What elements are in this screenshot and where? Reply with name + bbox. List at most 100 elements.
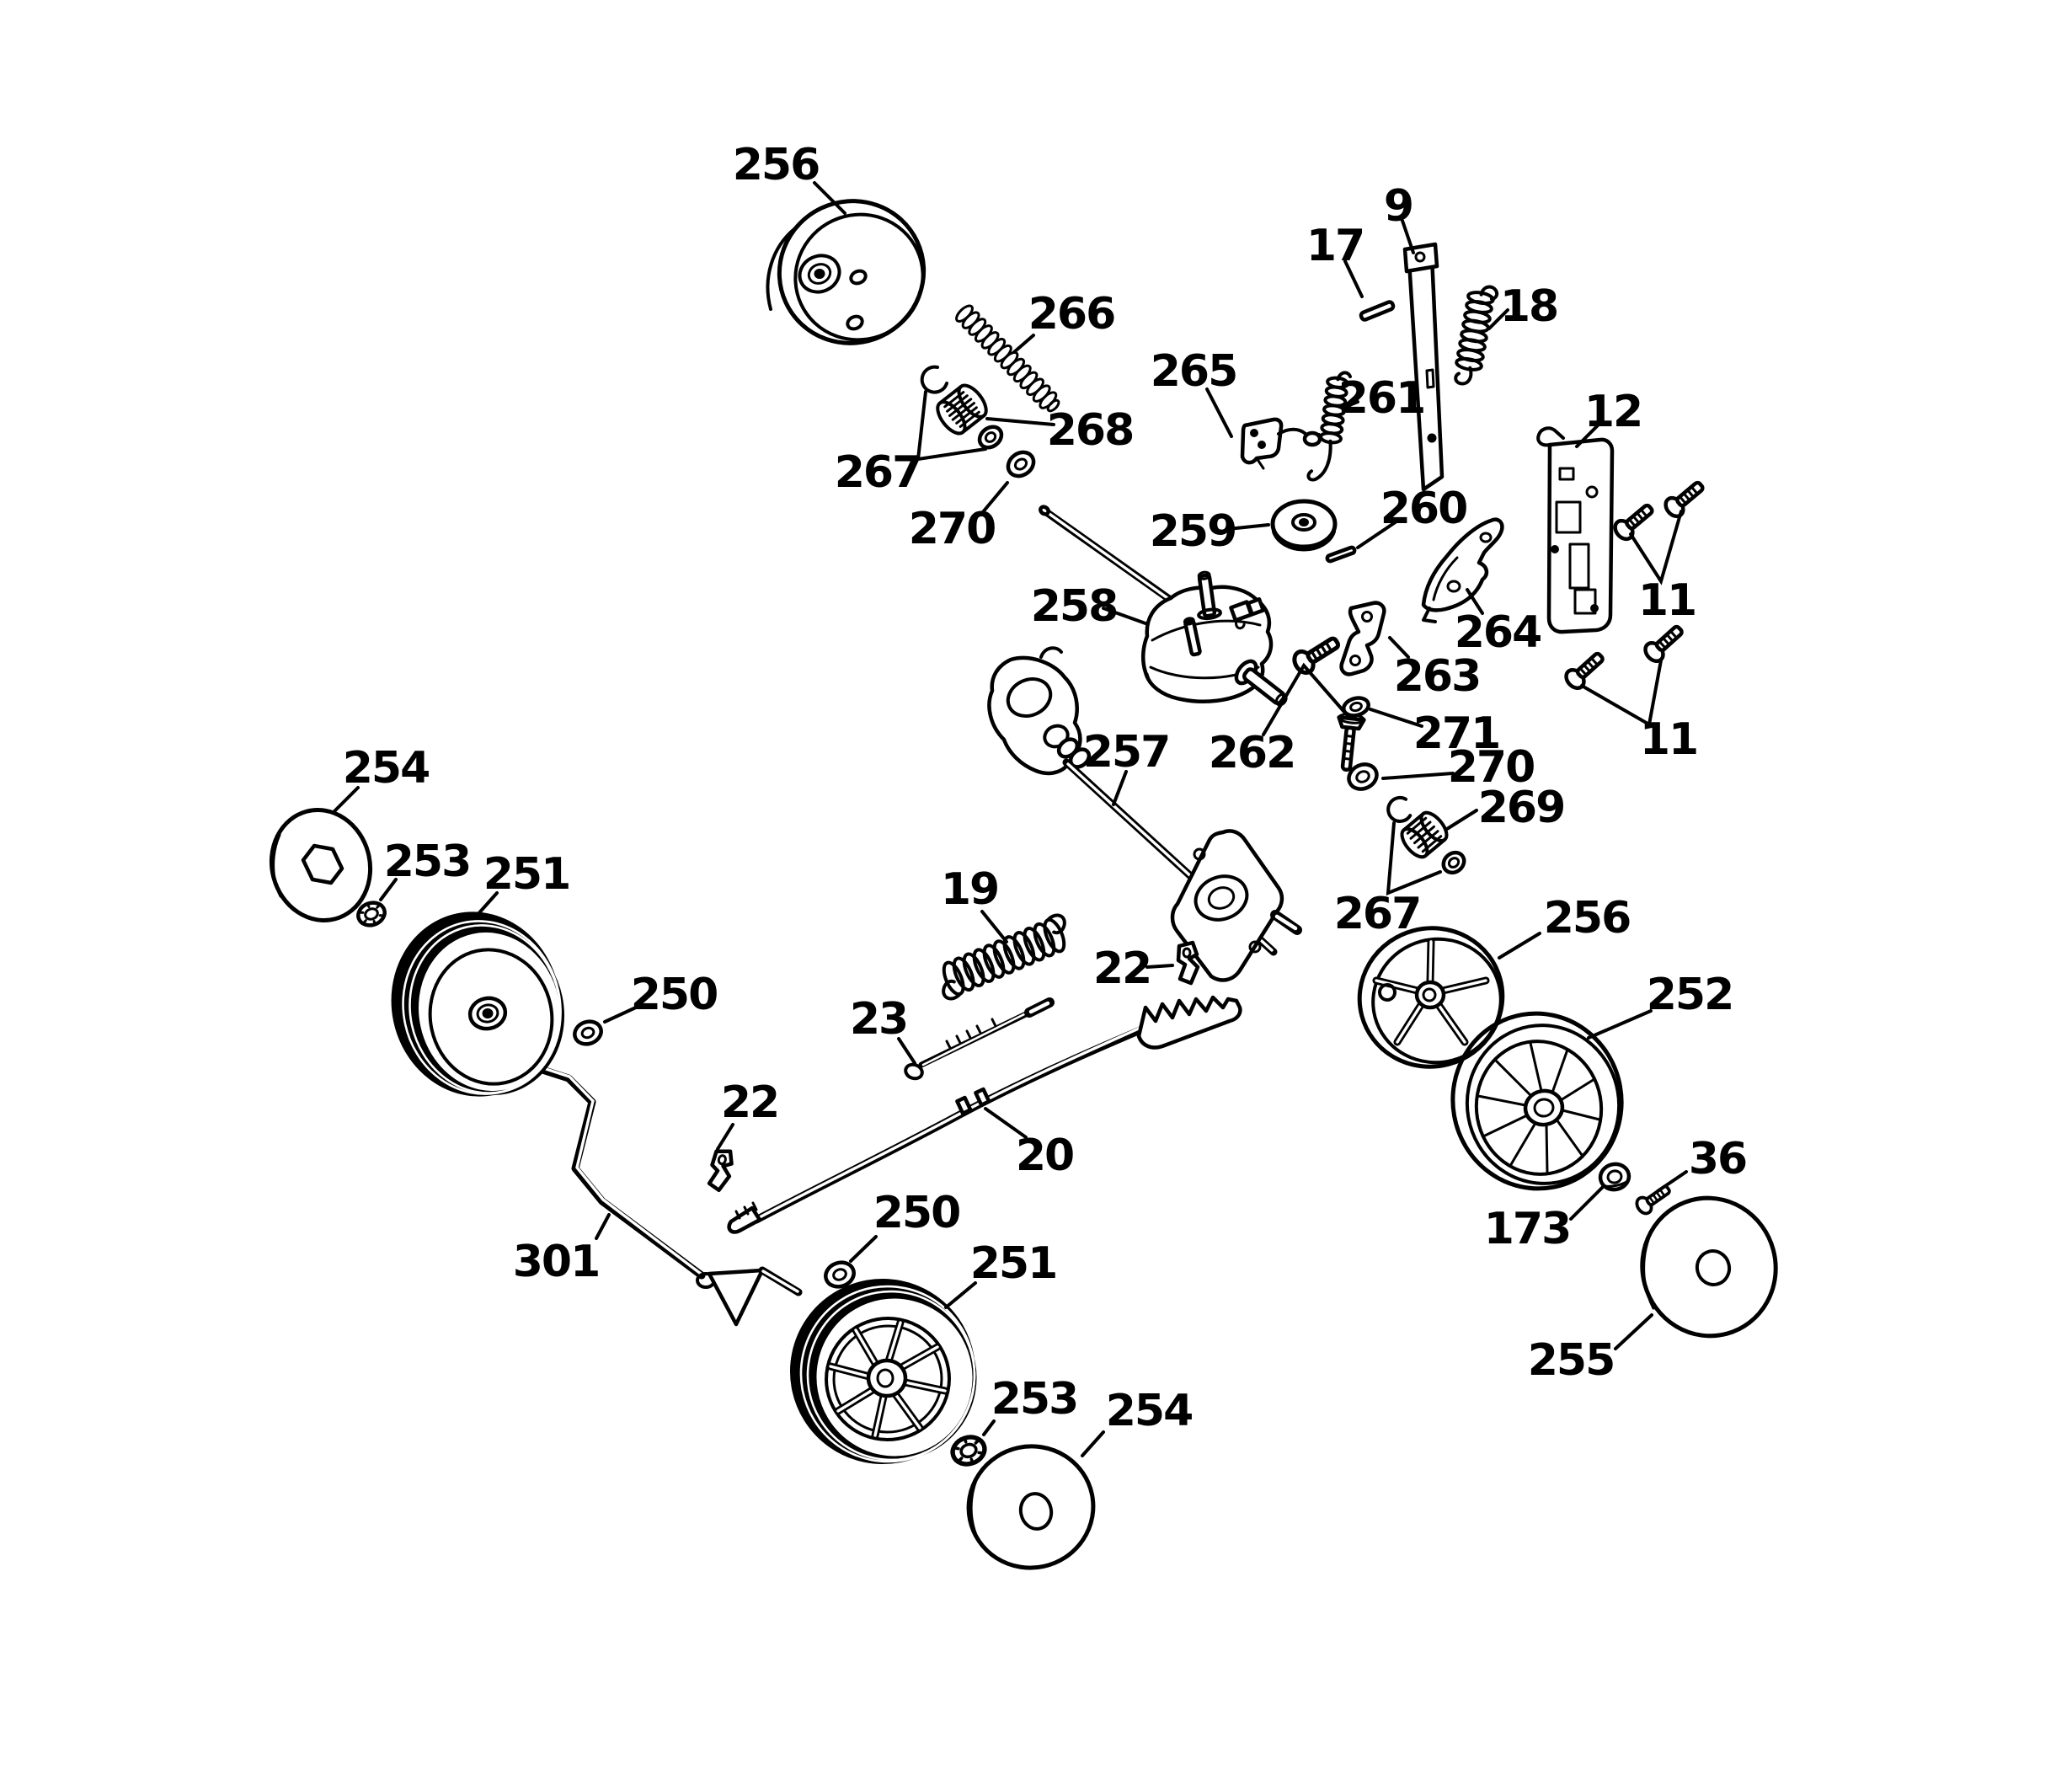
callout-267-lower: 267 [1334,889,1421,939]
nut-173 [1598,1162,1631,1192]
washer-271 [1342,696,1370,718]
callout-11-upper: 11 [1638,575,1696,626]
leader-22a [1145,964,1174,969]
lock-nut-253-bottom [950,1435,987,1467]
callout-264: 264 [1455,607,1541,658]
callout-labels: 256 266 268 267 270 265 261 259 260 17 9… [343,140,1748,1436]
bracket-bar-9 [1402,242,1445,492]
leader-301 [595,1213,611,1240]
control-rod-23 [904,997,1055,1081]
callout-267-upper: 267 [835,447,921,498]
ring-267 [1441,850,1466,875]
callout-270-lower: 270 [1448,742,1535,793]
leader-36 [1656,1170,1688,1193]
callout-256-left: 256 [733,140,820,190]
callout-259: 259 [1150,506,1236,557]
leader-256b [1498,932,1541,959]
axle-shaft-257 [987,646,1302,982]
wheel-251-spokes [826,1318,949,1440]
leader-12 [1575,424,1599,448]
leader-262 [1262,662,1351,736]
screw-11-top-left [1611,500,1657,543]
callout-257: 257 [1083,727,1170,778]
leader-259 [1226,523,1270,531]
leader-261 [1343,400,1359,409]
callout-36: 36 [1689,1134,1746,1184]
callout-252: 252 [1647,970,1733,1020]
callout-250-bottom: 250 [873,1188,960,1238]
screw-262 [1290,632,1343,676]
splined-gear-268 [936,383,988,436]
leader-263 [1388,636,1410,659]
callout-17: 17 [1306,221,1364,271]
leader-267a [916,390,987,462]
leader-11a [1629,510,1683,585]
spring-261 [1306,371,1353,482]
callout-23: 23 [850,994,907,1045]
leader-267b [1386,821,1442,896]
leader-250a [603,1005,639,1024]
pin-17 [1359,300,1396,322]
bracket-265 [1240,417,1322,470]
callout-254-left: 254 [343,743,430,794]
wheel-252-spokes [1477,1041,1601,1174]
callout-253-left: 253 [384,837,471,887]
bushing-268 [977,425,1004,450]
hub-cap-254-bottom [966,1444,1096,1570]
washer-250-left [573,1019,603,1046]
callout-266: 266 [1028,289,1115,339]
callout-260: 260 [1380,484,1467,534]
leader-11b [1580,659,1663,728]
leader-266 [1012,334,1035,354]
callout-250-left: 250 [631,970,718,1020]
callout-11-lower: 11 [1640,714,1697,765]
callout-256-right: 256 [1544,893,1631,943]
mounting-plate-12 [1536,426,1615,634]
callout-271: 271 [1413,708,1500,759]
callout-18: 18 [1500,281,1557,332]
wheel-251-bottom [790,1279,977,1464]
wheel-cover-256-left [766,199,927,345]
retaining-clip-268 [920,365,949,394]
callout-22-left: 22 [721,1077,778,1128]
leader-lines [333,181,1688,1457]
spring-18 [1454,285,1499,386]
leader-173 [1569,1185,1605,1221]
callout-173: 173 [1484,1204,1571,1254]
callout-251-bottom: 251 [970,1238,1057,1289]
callout-301: 301 [513,1237,600,1287]
leader-17 [1343,259,1364,298]
leader-250b [849,1235,878,1263]
lock-nut-253-left [356,901,387,927]
callout-19: 19 [941,864,998,915]
washer-270-lower [1347,762,1379,791]
leader-19 [980,910,1008,943]
cover-256-spokes [1372,938,1490,1046]
washer-270-upper [1006,450,1036,478]
leader-23 [897,1037,916,1065]
spring-19 [942,913,1066,1001]
cable-pulley-259 [1270,499,1338,552]
leader-252 [1587,1009,1653,1040]
leader-257 [1112,770,1128,806]
drive-rod-20 [727,995,1242,1234]
callout-9: 9 [1384,181,1412,232]
leader-258 [1102,607,1147,625]
callout-12: 12 [1584,387,1642,437]
wheel-252 [1450,1011,1624,1191]
callout-263: 263 [1394,651,1481,702]
callout-268: 268 [1047,405,1134,456]
washer-250-bottom [824,1260,856,1289]
callout-269: 269 [1478,783,1565,833]
callout-262: 262 [1209,728,1295,778]
leader-268 [985,417,1055,426]
bolt-262 [1337,713,1366,772]
leader-251a [474,891,499,918]
leader-271 [1369,708,1423,728]
cable-clip-22-left [707,1149,734,1193]
bracket-263 [1339,601,1386,676]
callout-270-upper: 270 [909,504,996,554]
leader-20 [984,1107,1028,1139]
callout-265: 265 [1151,346,1237,397]
